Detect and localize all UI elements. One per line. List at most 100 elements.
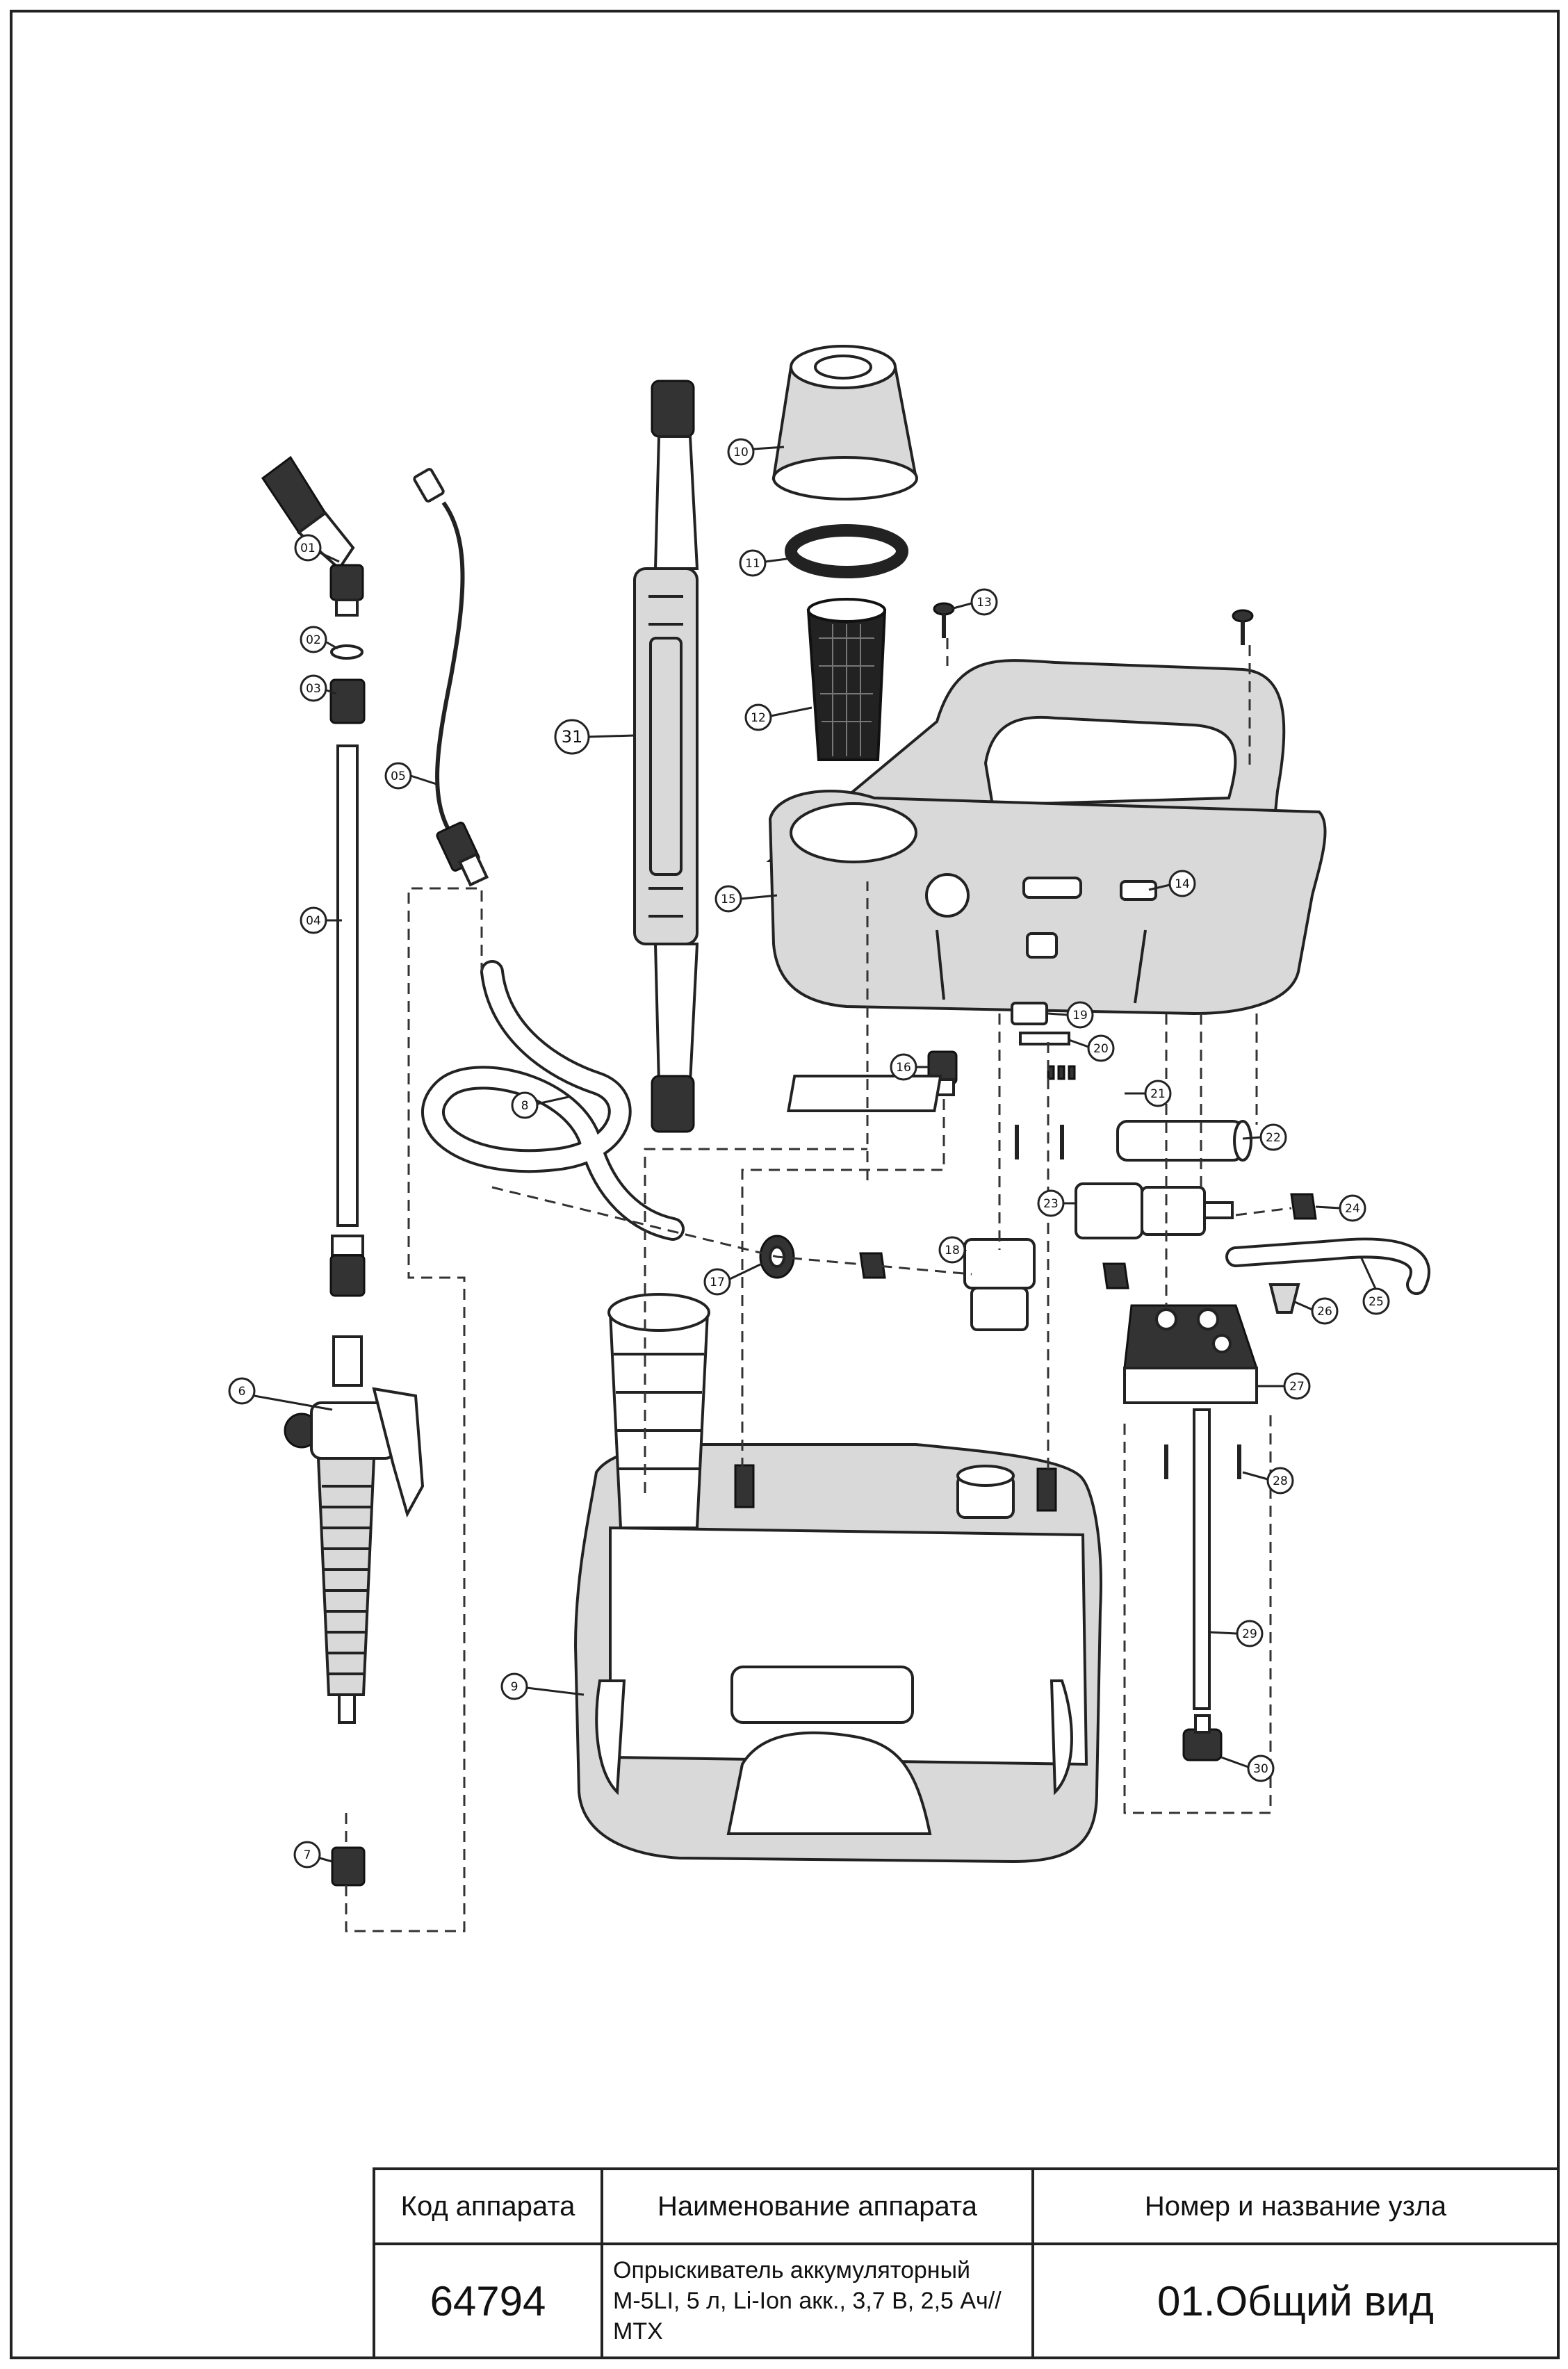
- part-pressure-switch: [963, 1238, 1036, 1331]
- callout-24: 24: [1315, 1194, 1366, 1222]
- part-suction-hose: [421, 960, 685, 1241]
- part-tank: [573, 1443, 1102, 1864]
- svg-text:22: 22: [1266, 1131, 1281, 1145]
- svg-text:31: 31: [562, 727, 583, 747]
- callout-16: 16: [890, 1053, 929, 1081]
- callout-6: 6: [228, 1377, 333, 1411]
- callout-01: 01: [294, 534, 340, 563]
- callout-25: 25: [1359, 1256, 1390, 1315]
- part-usb-cable: [413, 468, 489, 887]
- part-base-screws: [1164, 1444, 1241, 1479]
- header-code: Код аппарата: [373, 2167, 603, 2245]
- callout-15: 15: [714, 885, 778, 913]
- part-nozzle: [261, 455, 364, 617]
- part-lance-nut-lower: [329, 1235, 366, 1297]
- callout-21: 21: [1125, 1080, 1172, 1107]
- callout-17: 17: [703, 1262, 762, 1296]
- svg-text:26: 26: [1317, 1305, 1332, 1319]
- part-pickup-filter: [1182, 1714, 1223, 1761]
- exploded-parts-diagram: 01 02 03 04 05 6: [228, 345, 1430, 1932]
- part-pcb: [787, 1065, 1076, 1112]
- svg-text:23: 23: [1043, 1197, 1059, 1211]
- svg-text:7: 7: [304, 1848, 311, 1862]
- part-trigger-handle: [284, 1335, 425, 1724]
- svg-text:02: 02: [306, 633, 321, 647]
- callout-03: 03: [300, 674, 337, 702]
- callout-12: 12: [744, 703, 812, 731]
- part-pump-motor: [1075, 1182, 1234, 1239]
- part-upper-housing: [766, 659, 1327, 1016]
- callout-14: 14: [1148, 870, 1196, 897]
- svg-text:27: 27: [1289, 1380, 1305, 1394]
- svg-text:24: 24: [1345, 1202, 1360, 1216]
- title-block: Код аппарата Наименование аппарата Номер…: [373, 2167, 1560, 2359]
- callout-19: 19: [1047, 1001, 1094, 1029]
- drawing-sheet: 01 02 03 04 05 6: [10, 10, 1560, 2359]
- part-lance-tube: [336, 744, 359, 1227]
- callout-9: 9: [500, 1672, 585, 1700]
- title-block-value-row: 64794 Опрыскиватель аккумуляторный М-5LI…: [373, 2242, 1560, 2359]
- callout-7: 7: [293, 1841, 333, 1869]
- svg-text:18: 18: [945, 1244, 960, 1257]
- svg-text:30: 30: [1253, 1762, 1268, 1776]
- svg-text:13: 13: [977, 596, 992, 610]
- part-shoulder-strap: [633, 380, 699, 1133]
- part-outlet-hose: [1225, 1237, 1430, 1295]
- part-strainer: [806, 598, 887, 761]
- callout-05: 05: [384, 762, 437, 790]
- svg-text:11: 11: [745, 557, 760, 571]
- assembly-lines: [345, 638, 1292, 1932]
- part-pickup-tube: [1193, 1408, 1211, 1710]
- svg-text:25: 25: [1369, 1295, 1384, 1309]
- part-tank-neck: [607, 1293, 710, 1529]
- callout-13: 13: [950, 588, 998, 616]
- svg-text:12: 12: [751, 711, 766, 725]
- part-usb-port: [1011, 1002, 1048, 1025]
- callout-22: 22: [1242, 1123, 1287, 1151]
- header-node: Номер и название узла: [1031, 2167, 1560, 2245]
- part-washer: [330, 644, 364, 660]
- part-filler-cap: [771, 345, 918, 500]
- part-hose-clamp: [859, 1193, 1317, 1289]
- svg-text:6: 6: [238, 1385, 246, 1399]
- svg-text:8: 8: [521, 1099, 529, 1113]
- value-node: 01.Общий вид: [1031, 2242, 1560, 2359]
- part-tank-cap-port: [734, 1464, 1057, 1519]
- svg-text:04: 04: [306, 914, 321, 928]
- svg-text:05: 05: [391, 770, 406, 783]
- part-battery: [1116, 1120, 1252, 1162]
- title-block-header-row: Код аппарата Наименование аппарата Номер…: [373, 2167, 1560, 2245]
- svg-text:29: 29: [1242, 1627, 1257, 1641]
- svg-text:19: 19: [1072, 1009, 1088, 1023]
- svg-text:28: 28: [1273, 1474, 1288, 1488]
- callout-20: 20: [1068, 1034, 1115, 1062]
- svg-text:03: 03: [306, 682, 321, 696]
- callout-26: 26: [1294, 1297, 1339, 1325]
- value-code: 64794: [373, 2242, 603, 2359]
- part-screw: [933, 602, 1254, 645]
- part-port-bracket: [1019, 1032, 1070, 1045]
- svg-text:15: 15: [721, 893, 736, 906]
- callout-labels: 01 02 03 04 05 6: [228, 438, 1390, 1869]
- svg-text:21: 21: [1150, 1087, 1166, 1101]
- svg-text:9: 9: [511, 1680, 518, 1694]
- svg-text:10: 10: [733, 446, 749, 459]
- value-name: Опрыскиватель аккумуляторный М-5LI, 5 л,…: [601, 2242, 1034, 2359]
- svg-text:20: 20: [1093, 1042, 1109, 1056]
- callout-8: 8: [511, 1091, 569, 1119]
- part-check-valve: [1268, 1283, 1300, 1314]
- callout-10: 10: [727, 438, 785, 466]
- callout-23: 23: [1037, 1189, 1076, 1217]
- callout-28: 28: [1242, 1467, 1294, 1495]
- callout-02: 02: [300, 626, 338, 653]
- svg-text:17: 17: [710, 1276, 725, 1289]
- callout-11: 11: [739, 549, 793, 577]
- callout-04: 04: [300, 906, 342, 934]
- part-pump-base: [1123, 1304, 1259, 1404]
- callout-18: 18: [938, 1236, 967, 1264]
- callout-29: 29: [1209, 1620, 1264, 1647]
- svg-text:01: 01: [300, 542, 316, 555]
- svg-text:14: 14: [1175, 877, 1190, 891]
- callout-27: 27: [1257, 1372, 1311, 1400]
- callout-30: 30: [1220, 1755, 1275, 1782]
